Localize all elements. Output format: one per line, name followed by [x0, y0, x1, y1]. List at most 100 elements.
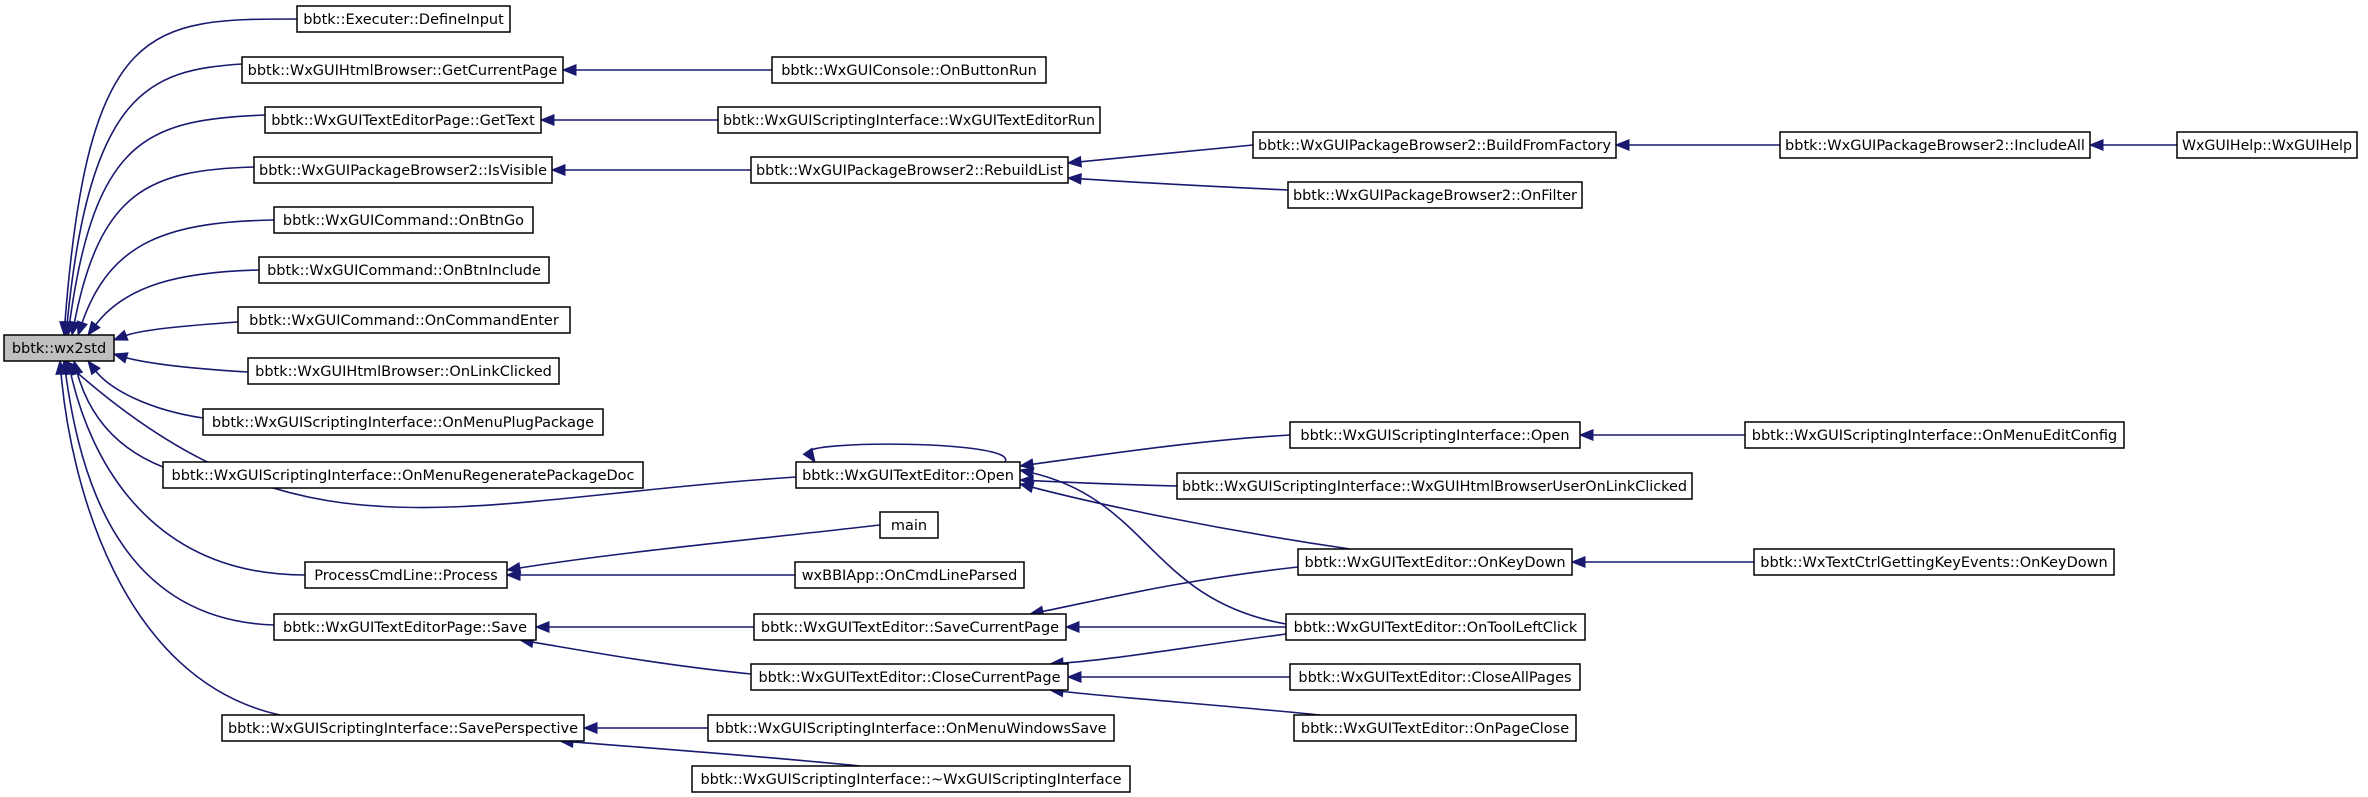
node-box — [296, 5, 511, 33]
node-main[interactable]: main — [879, 511, 939, 539]
node-box — [253, 156, 553, 184]
arrowhead-icon — [1578, 429, 1594, 441]
node-html-getcurrentpage[interactable]: bbtk::WxGUIHtmlBrowser::GetCurrentPage — [241, 56, 564, 84]
node-executer-defineinput[interactable]: bbtk::Executer::DefineInput — [296, 5, 511, 33]
node-command-onbtninclude[interactable]: bbtk::WxGUICommand::OnBtnInclude — [258, 256, 550, 284]
edge-pkgbrowser_rebuildlist-to-pkgbrowser_isvisible — [550, 164, 751, 176]
node-label: bbtk::WxGUITextEditor::CloseCurrentPage — [758, 670, 1060, 686]
edge-scripting_onmenueditconfig-to-scripting_open — [1578, 429, 1745, 441]
edge-editor_onkeydown-to-editor_savecurrentpage — [1028, 566, 1299, 618]
edge-line — [80, 219, 275, 325]
node-root[interactable]: bbtk::wx2std — [3, 334, 115, 362]
node-label: bbtk::WxGUITextEditor::SaveCurrentPage — [761, 620, 1059, 636]
edge-help_wxguihelp-to-pkgbrowser_includeall — [2088, 139, 2177, 151]
arrowhead-icon — [582, 722, 598, 734]
node-scripting-onmenuwindowssave[interactable]: bbtk::WxGUIScriptingInterface::OnMenuWin… — [707, 714, 1115, 742]
node-command-onbtngo[interactable]: bbtk::WxGUICommand::OnBtnGo — [273, 206, 534, 234]
node-textctrl-onkeydown[interactable]: bbtk::WxTextCtrlGettingKeyEvents::OnKeyD… — [1753, 548, 2115, 576]
node-pkgbrowser-buildfromfactory[interactable]: bbtk::WxGUIPackageBrowser2::BuildFromFac… — [1252, 131, 1617, 159]
arrowhead-icon — [1018, 458, 1035, 471]
arrowhead-icon — [802, 447, 816, 464]
node-scripting-open[interactable]: bbtk::WxGUIScriptingInterface::Open — [1289, 421, 1581, 449]
node-label: bbtk::WxGUITextEditor::OnPageClose — [1301, 721, 1569, 737]
edge-scripting_open-to-editor_open — [1018, 434, 1291, 471]
edge-line — [570, 741, 861, 767]
node-box — [241, 56, 564, 84]
node-scripting-htmluserlink[interactable]: bbtk::WxGUIScriptingInterface::WxGUIHtml… — [1176, 472, 1693, 500]
node-label: bbtk::WxGUIPackageBrowser2::IncludeAll — [1785, 138, 2085, 154]
arrowhead-icon — [534, 621, 550, 633]
node-label: bbtk::WxGUITextEditor::OnKeyDown — [1304, 555, 1565, 571]
node-scripting-destructor[interactable]: bbtk::WxGUIScriptingInterface::~WxGUIScr… — [691, 765, 1131, 793]
node-box — [1176, 472, 1693, 500]
edge-command_onbtninclude-to-root — [87, 269, 260, 337]
node-box — [1289, 421, 1581, 449]
node-editor-closecurrentpage[interactable]: bbtk::WxGUITextEditor::CloseCurrentPage — [750, 663, 1069, 691]
edge-line — [807, 443, 1007, 463]
node-label: bbtk::WxGUITextEditorPage::GetText — [271, 113, 535, 129]
node-editor-savecurrentpage[interactable]: bbtk::WxGUITextEditor::SaveCurrentPage — [753, 613, 1067, 641]
edge-editorpage_save-to-root — [59, 359, 275, 626]
node-scripting-onmenuplugpackage[interactable]: bbtk::WxGUIScriptingInterface::OnMenuPlu… — [202, 408, 604, 436]
node-box — [1293, 714, 1577, 742]
node-html-onlinkclicked[interactable]: bbtk::WxGUIHtmlBrowser::OnLinkClicked — [247, 357, 560, 385]
node-editorpage-save[interactable]: bbtk::WxGUITextEditorPage::Save — [273, 613, 537, 641]
edge-line — [1030, 471, 1287, 625]
edge-line — [123, 321, 239, 337]
node-box — [304, 561, 508, 589]
edge-editor_ontoolleftclick-to-editor_open — [1018, 467, 1287, 625]
edge-line — [1078, 177, 1289, 191]
arrowhead-icon — [539, 114, 555, 126]
node-scripting-saveperspective[interactable]: bbtk::WxGUIScriptingInterface::SavePersp… — [221, 714, 585, 742]
edge-line — [94, 369, 204, 419]
node-command-oncommandenter[interactable]: bbtk::WxGUICommand::OnCommandEnter — [237, 306, 571, 334]
node-scripting-onmenuregenerate[interactable]: bbtk::WxGUIScriptingInterface::OnMenuReg… — [162, 461, 644, 489]
node-processcmdline[interactable]: ProcessCmdLine::Process — [304, 561, 508, 589]
arrowhead-icon — [505, 569, 521, 581]
arrowhead-icon — [112, 352, 129, 364]
node-help-wxguihelp[interactable]: WxGUIHelp::WxGUIHelp — [2176, 131, 2358, 159]
node-box — [1285, 613, 1586, 641]
node-label: bbtk::WxGUIScriptingInterface::OnMenuWin… — [715, 721, 1106, 737]
edge-scripting_onmenuwindowssave-to-scripting_saveperspective — [582, 722, 708, 734]
node-editor-open[interactable]: bbtk::WxGUITextEditor::Open — [795, 461, 1021, 489]
edge-line — [124, 356, 249, 373]
edge-html_onlinkclicked-to-root — [112, 352, 249, 373]
node-label: bbtk::WxGUIHtmlBrowser::OnLinkClicked — [255, 364, 552, 380]
node-editor-ontoolleftclick[interactable]: bbtk::WxGUITextEditor::OnToolLeftClick — [1285, 613, 1586, 641]
node-box — [237, 306, 571, 334]
arrowhead-icon — [87, 359, 101, 376]
edge-line — [66, 63, 243, 325]
arrowhead-icon — [561, 64, 577, 76]
node-editor-onkeydown[interactable]: bbtk::WxGUITextEditor::OnKeyDown — [1297, 548, 1573, 576]
node-label: bbtk::WxGUIScriptingInterface::WxGUIHtml… — [1182, 479, 1687, 495]
node-label: bbtk::Executer::DefineInput — [303, 12, 504, 28]
node-bbiapp-oncmdlineparsed[interactable]: wxBBIApp::OnCmdLineParsed — [794, 561, 1025, 589]
edge-editor_ontoolleftclick-to-editor_closecurrentpage — [1048, 633, 1287, 670]
node-label: wxBBIApp::OnCmdLineParsed — [802, 568, 1018, 584]
node-pkgbrowser-isvisible[interactable]: bbtk::WxGUIPackageBrowser2::IsVisible — [253, 156, 553, 184]
node-console-onbuttonrun[interactable]: bbtk::WxGUIConsole::OnButtonRun — [771, 56, 1047, 84]
node-editor-onpageclose[interactable]: bbtk::WxGUITextEditor::OnPageClose — [1293, 714, 1577, 742]
edge-line — [73, 166, 255, 325]
edge-line — [64, 18, 298, 325]
nodes-layer: bbtk::wx2std bbtk::Executer::DefineInputb… — [3, 5, 2358, 793]
edge-line — [68, 114, 266, 325]
node-label: bbtk::WxGUITextEditor::OnToolLeftClick — [1294, 620, 1578, 636]
edge-scripting_htmluserlink-to-editor_open — [1018, 474, 1178, 487]
node-scripting-texteditorrun[interactable]: bbtk::WxGUIScriptingInterface::WxGUIText… — [717, 106, 1101, 134]
node-box — [247, 357, 560, 385]
edge-pkgbrowser_includeall-to-pkgbrowser_buildfromfactory — [1614, 139, 1780, 151]
node-scripting-onmenueditconfig[interactable]: bbtk::WxGUIScriptingInterface::OnMenuEdi… — [1744, 421, 2125, 449]
node-pkgbrowser-includeall[interactable]: bbtk::WxGUIPackageBrowser2::IncludeAll — [1779, 131, 2091, 159]
arrowhead-icon — [76, 320, 88, 337]
node-editorpage-gettext[interactable]: bbtk::WxGUITextEditorPage::GetText — [264, 106, 542, 134]
node-editor-closeallpages[interactable]: bbtk::WxGUITextEditor::CloseAllPages — [1289, 663, 1581, 691]
node-box — [1779, 131, 2091, 159]
node-pkgbrowser-onfilter[interactable]: bbtk::WxGUIPackageBrowser2::OnFilter — [1287, 181, 1583, 209]
node-pkgbrowser-rebuildlist[interactable]: bbtk::WxGUIPackageBrowser2::RebuildList — [750, 156, 1069, 184]
arrowhead-icon — [112, 329, 129, 341]
edge-line — [64, 371, 275, 626]
edge-scripting_saveperspective-to-root — [55, 359, 281, 716]
